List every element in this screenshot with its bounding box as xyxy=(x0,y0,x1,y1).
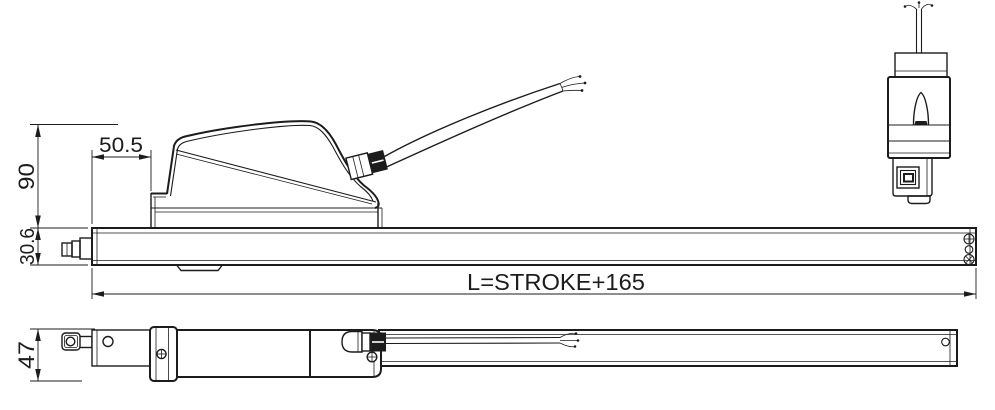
power-cable-side xyxy=(384,75,587,168)
outer-rail xyxy=(91,227,977,272)
dimension-overall-height: 90 xyxy=(14,124,118,229)
mounting-square-hole xyxy=(896,166,920,189)
dimension-label-front-offset: 50.5 xyxy=(99,134,143,157)
dimension-front-offset: 50.5 xyxy=(91,134,152,224)
dimension-label-overall-length: L=STROKE+165 xyxy=(467,269,645,295)
power-cable-end xyxy=(903,1,934,53)
power-cable-top xyxy=(385,332,580,348)
rail-bottom-boss xyxy=(176,265,223,272)
cover-inner-contour xyxy=(169,124,374,202)
dimension-body-width: 47 xyxy=(14,328,95,382)
motor-top-cap xyxy=(894,52,948,78)
side-view xyxy=(61,75,977,272)
tube-end-hole xyxy=(941,337,950,347)
wire-strands xyxy=(559,75,587,92)
front-connector-top xyxy=(61,332,93,351)
dimensions: 90 30.6 50.5 L=STROKE+165 xyxy=(14,124,977,382)
end-view xyxy=(887,1,951,205)
motor-cover xyxy=(150,120,383,228)
top-view xyxy=(61,326,958,382)
dimension-label-overall-height: 90 xyxy=(14,163,39,190)
slider-hole xyxy=(102,335,114,348)
dimension-label-body-width: 47 xyxy=(14,341,39,369)
extension-tube-top xyxy=(378,329,958,367)
end-foot xyxy=(907,195,931,205)
clamp-collar-top xyxy=(149,326,178,382)
cover-profile-dome xyxy=(912,91,930,126)
cable-gland-top xyxy=(341,330,386,363)
piston-rod xyxy=(61,237,93,260)
dimension-overall-length: L=STROKE+165 xyxy=(91,268,977,299)
motor-body-end xyxy=(887,76,951,159)
cable-gland-side xyxy=(345,149,388,181)
connector-hole xyxy=(65,336,76,347)
rail-end-screws xyxy=(963,233,975,266)
gearbox-top xyxy=(176,329,311,378)
cover-outer-contour xyxy=(166,120,380,209)
inner-slider-top xyxy=(91,329,153,367)
dimension-label-rail-height: 30.6 xyxy=(17,228,39,265)
dimension-rail-height: 30.6 xyxy=(17,228,88,266)
